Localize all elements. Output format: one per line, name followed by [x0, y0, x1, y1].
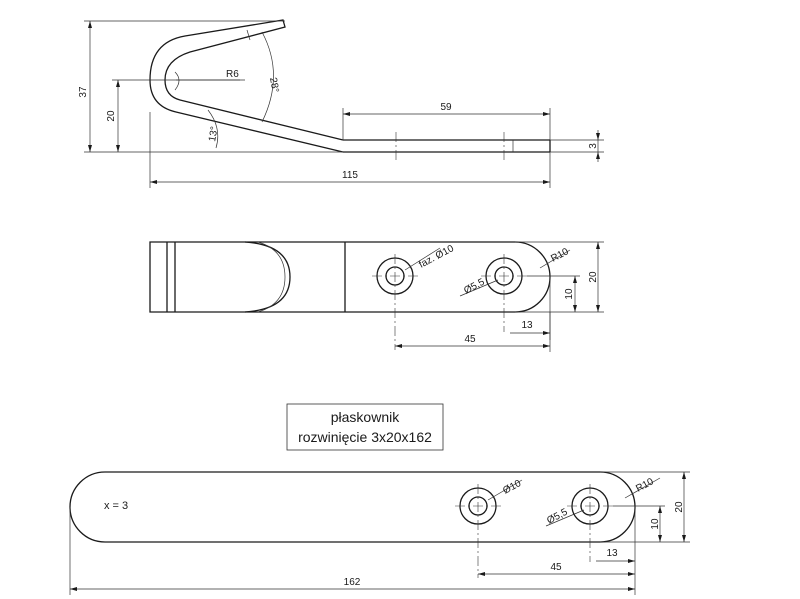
dim-label-45: 45: [464, 334, 476, 345]
chamfer-leader: [404, 247, 441, 271]
note-frame: [286, 403, 444, 451]
bend-curve-outer: [244, 241, 291, 313]
flat-hole-dia-leader: [545, 509, 585, 527]
angle-arc-28: [261, 31, 274, 123]
flat-dim-label-162: 162: [344, 577, 361, 588]
flat-dim-label-20: 20: [674, 501, 685, 513]
note-line1: płaskownik: [331, 409, 400, 425]
bend-curve-inner: [257, 241, 286, 313]
dim-label-r6: R6: [226, 69, 239, 80]
label-chamfer: faz. Ø10: [417, 243, 456, 271]
dim-label-13-angle: 13°: [207, 126, 220, 143]
flat-dim-label-10: 10: [650, 518, 661, 530]
angle-arc-13: [207, 109, 219, 149]
dim-label-59: 59: [440, 102, 452, 113]
bend-center-arc: [174, 71, 180, 91]
dim-label-28: 28°: [267, 77, 280, 94]
dim-label-3: 3: [588, 143, 599, 149]
flat-outline: [69, 471, 636, 543]
flat-label-r10: R10: [634, 476, 656, 495]
flat-dim-label-13: 13: [606, 548, 618, 559]
top-view: faz. Ø10 Ø5,5 R10 20 10 13 45: [149, 241, 604, 352]
tip-edge-line: [246, 29, 251, 41]
label-hole-dia: Ø5,5: [462, 277, 487, 297]
flat-dim-label-45: 45: [550, 562, 562, 573]
flat-r10-leader: [624, 477, 661, 499]
dim-label-13: 13: [521, 320, 533, 331]
label-r10: R10: [549, 246, 571, 265]
side-view: 37 20 R6 28° 13° 59 3: [78, 19, 604, 188]
hook-outer-contour: [149, 19, 344, 153]
note-box: płaskownik rozwinięcie 3x20x162: [286, 403, 444, 451]
dim-label-20: 20: [106, 110, 117, 122]
hole-dia-leader: [459, 279, 499, 297]
label-thickness: x = 3: [104, 500, 128, 512]
dim-label-20: 20: [588, 271, 599, 283]
dim-label-37: 37: [78, 86, 89, 98]
dim-label-115: 115: [342, 170, 358, 181]
r10-leader: [539, 249, 571, 269]
dim-label-10: 10: [564, 288, 575, 300]
top-view-outline: [149, 241, 551, 313]
flat-counterbore-leader: [487, 479, 523, 501]
flat-view: x = 3 Ø10 Ø5,5 R10 20 10: [69, 471, 690, 595]
note-line2: rozwinięcie 3x20x162: [298, 429, 432, 445]
flat-label-hole-dia: Ø5,5: [545, 507, 570, 527]
flat-label-counterbore: Ø10: [501, 478, 523, 497]
